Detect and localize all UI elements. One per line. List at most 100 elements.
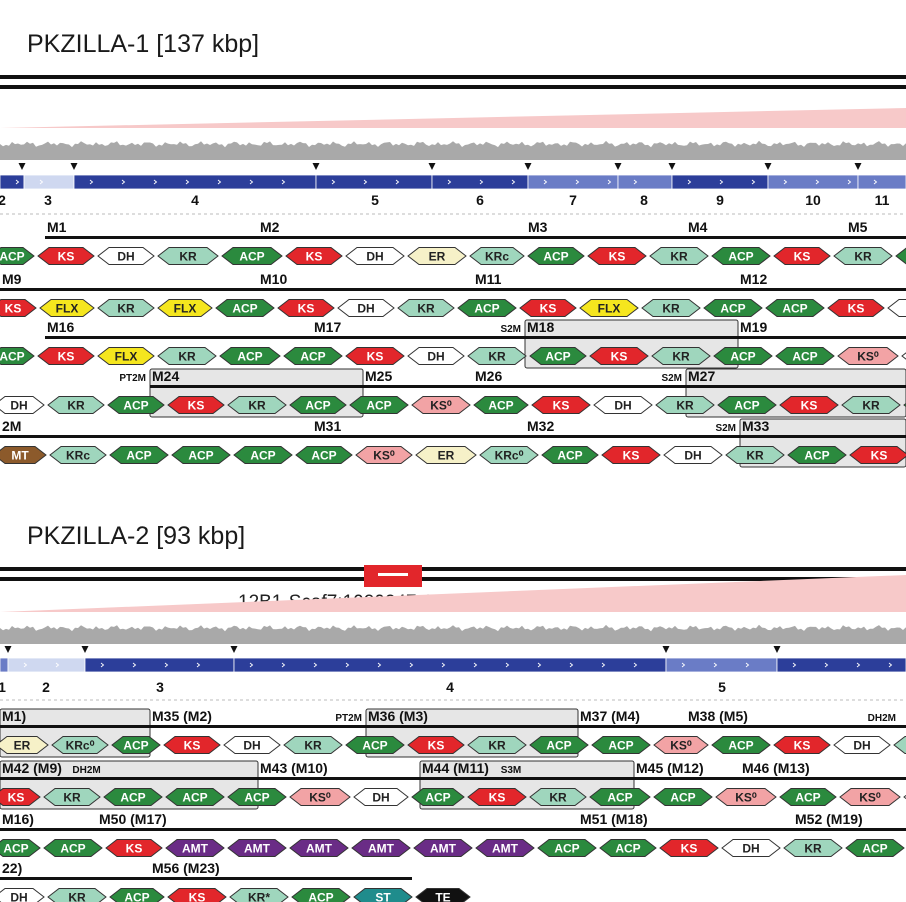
domain-flx-shape [39,299,95,317]
domain-kr-shape [283,736,343,754]
module-bar [0,828,97,831]
domain-krc-shape [49,446,107,464]
domain-kr-shape [227,396,287,414]
domain-er-shape [0,736,49,754]
domain-ks-label: KS [298,302,315,316]
domain-amt-shape [165,839,225,857]
gene-number: 4 [191,192,199,208]
domain-st-label: ST [375,891,391,902]
domain-acp-shape [289,396,347,414]
domain-er-shape [407,247,467,265]
domain-kr-shape [157,247,219,265]
domain-dh-shape [593,396,653,414]
domain-acp-shape [295,446,353,464]
domain-acp-shape [787,446,847,464]
domain-acp-shape [775,347,835,365]
domain-acp-shape [0,839,41,857]
domain-acp-label: ACP [237,350,262,364]
module-label: M12 [740,271,767,287]
strand-arrow [39,179,44,185]
domain-ks-label: KS [681,842,698,856]
module-bar [0,288,258,291]
domain-acp-shape [703,299,763,317]
domain-kr-shape [783,839,843,857]
domain-amt-shape [289,839,349,857]
domain-acp-label: ACP [0,350,25,364]
strand-arrow [249,662,254,668]
domain-ks-label: KS [540,302,557,316]
strand-arrow [815,179,820,185]
strand-arrow [569,662,574,668]
domain-acp-shape [591,736,651,754]
domain-ks-shape [601,446,661,464]
domain-dh-shape [407,347,465,365]
domain-kr-label: KR [854,250,872,264]
strand-arrow [607,179,612,185]
strand-arrow [345,662,350,668]
domain-ks-shape [827,299,885,317]
domain-dh-label: DH [853,739,870,753]
strand-arrow [23,662,28,668]
domain-kr-shape [833,247,893,265]
domain-ks-shape [285,247,343,265]
domain-ks-shape [837,347,899,365]
strand-arrow [281,179,286,185]
domain-kr-shape [649,247,709,265]
domain-ks-shape [407,736,465,754]
domain-ks-shape [411,396,471,414]
module-bar [150,725,366,728]
domain-amt-label: AMT [492,842,519,856]
strand-arrow [719,179,724,185]
domain-kr-shape [641,299,701,317]
module-label: 22) [2,860,22,876]
domain-ks-shape [355,446,413,464]
domain-ks-label: KS [848,302,865,316]
domain-ks-shape [289,788,351,806]
domain-acp-shape [165,788,225,806]
gene-segment [431,174,529,190]
module-label: M1 [47,219,67,235]
gene-segment [776,657,906,673]
domain-kr-label: KR [304,739,322,753]
coverage-track [0,624,906,644]
module-bar [900,725,906,728]
domain-ks-shape [587,247,647,265]
scaffold-rule-bottom [0,577,906,581]
module-label: M2 [260,219,280,235]
domain-kr-shape [467,347,527,365]
gene-boundary-marker [524,163,532,170]
module-prefix: S2M [715,423,736,434]
domain-ks-shape [715,788,777,806]
gene-segment [84,657,235,673]
gene-segment [0,657,9,673]
domain-acp-label: ACP [608,739,633,753]
module-bar [686,385,906,388]
module-bar [526,236,686,239]
domain-acp-shape [537,839,597,857]
domain-acp-shape [529,347,587,365]
domain-acp-label: ACP [543,250,568,264]
domain-amt-shape [475,839,535,857]
domain-acp-shape [711,247,771,265]
domain-ks-shape [37,347,95,365]
module-label: M42 (M9) [2,760,62,776]
domain-kr-label: KR* [248,891,270,902]
module-bar [793,828,906,831]
module-label: M33 [742,418,769,434]
domain-dh-label: DH [614,399,631,413]
domain-ks-label: KS [871,449,888,463]
domain-amt-label: AMT [244,842,271,856]
domain-ks-shape [163,736,221,754]
domain-acp-label: ACP [804,449,829,463]
module-label: M24 [152,368,179,384]
module-label: M52 (M19) [795,811,863,827]
domain-ks-label: KS [8,791,25,805]
domain-acp-shape [779,788,837,806]
domain-flx-label: FLX [56,302,79,316]
domain-acp-shape [219,347,281,365]
domain-acp-shape [43,839,103,857]
domain-acp-label: ACP [300,350,325,364]
domain-acp-shape [215,299,275,317]
strand-arrow [681,662,686,668]
domain-acp-label: ACP [670,791,695,805]
